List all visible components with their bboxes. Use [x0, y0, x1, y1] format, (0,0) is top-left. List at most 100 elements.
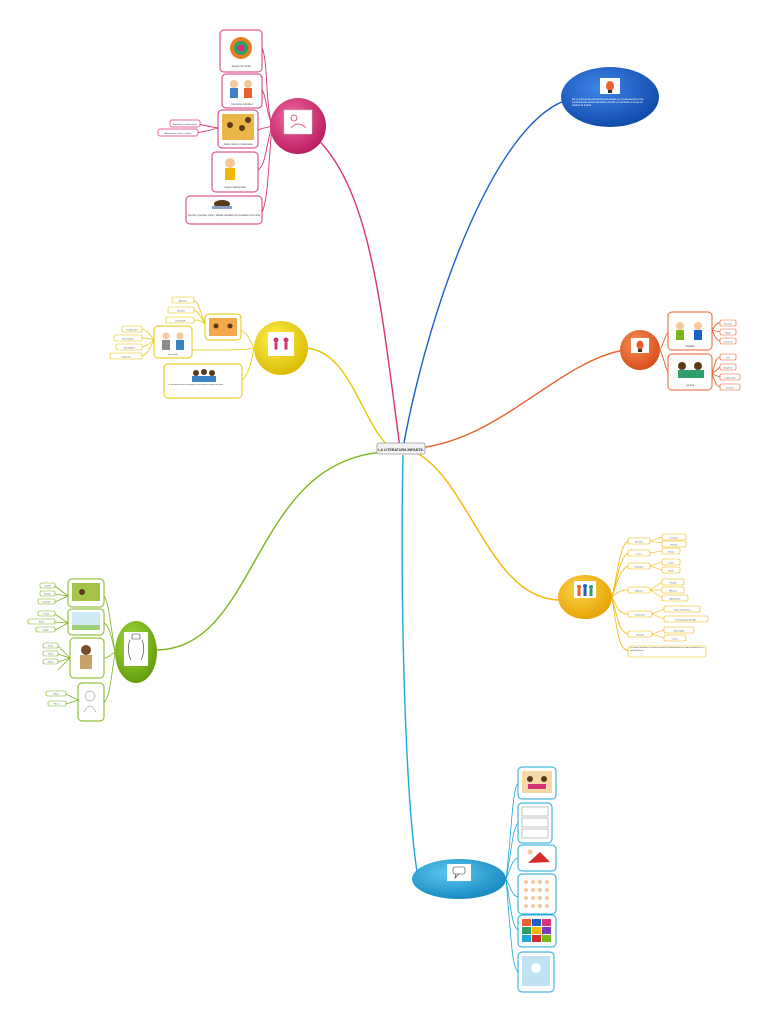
amber-item-novelas-label: Novelas — [670, 544, 677, 546]
green-tag-3-1[interactable] — [42, 642, 59, 649]
green-tag-1-1[interactable] — [39, 582, 56, 589]
orange-card-lectura-caption: Lectura — [686, 384, 695, 387]
green-tag-4-1-label: Dibujo — [53, 694, 58, 696]
orange-tag-hablar[interactable] — [719, 328, 737, 336]
comic-strip-icon — [521, 806, 549, 839]
cyan-card-4[interactable] — [517, 873, 557, 915]
amber-item-refranes[interactable] — [661, 586, 685, 594]
yellow-tag-memoria-label: Memoria — [177, 310, 186, 312]
pink-node-icon — [290, 114, 307, 129]
green-tag-2-2[interactable] — [27, 618, 56, 625]
green-tag-2-2-label: Rimas — [39, 622, 44, 624]
green-tag-2-1[interactable] — [37, 610, 56, 617]
orange-tag-disfrutar-label: Disfrutar — [726, 386, 734, 389]
head-silhouette-icon — [636, 340, 644, 352]
orange-tag-leer-label: Leer — [726, 357, 730, 359]
amber-item-adivinanzas[interactable] — [661, 594, 689, 602]
blue-branch: Es un proceso de construcción de sentido… — [561, 67, 659, 127]
green-tag-1-3-label: Leyendas — [42, 602, 50, 604]
amber-item-libros-informativos[interactable] — [663, 605, 701, 613]
child-figure-icon — [225, 158, 235, 180]
orange-tag-comprender-label: Comprender — [724, 377, 735, 379]
pink-tag-1-label: Retahílas y trabalenguas — [173, 123, 198, 126]
amber-item-poesia[interactable] — [661, 547, 681, 555]
green-tag-2-1-label: Poesía — [44, 614, 51, 616]
amber-item-titeres[interactable] — [661, 566, 681, 574]
pink-tag-1[interactable] — [169, 119, 201, 128]
children-illustration-icon — [230, 80, 252, 98]
amber-group-dramatico-label: Dramático — [634, 565, 644, 568]
orange-tag-comprender[interactable] — [719, 373, 741, 381]
green-branch: Cuentos Fábulas Leyendas Poesía Rimas Co… — [27, 578, 157, 722]
orange-tag-conversar[interactable] — [719, 337, 737, 345]
central-topic-label: LA LITERATURA INFANTIL — [378, 448, 424, 452]
green-tag-1-3[interactable] — [37, 598, 56, 605]
orange-tag-escuchar-label: Escuchar — [724, 323, 733, 325]
amber-item-enciclopedias[interactable] — [663, 615, 709, 623]
green-node-image — [124, 632, 148, 666]
cyan-branch — [412, 766, 557, 993]
amber-footer-text: Los libros infantiles se clasifican segú… — [630, 647, 704, 652]
yellow-tag-creatividad[interactable] — [165, 316, 195, 324]
amber-item-teatro[interactable] — [661, 558, 681, 566]
storyteller-icon — [80, 645, 92, 669]
yellow-tag-atencion[interactable] — [171, 296, 195, 304]
green-tag-4-2[interactable] — [47, 700, 67, 707]
two-people-icon — [162, 332, 184, 350]
green-tag-1-2[interactable] — [39, 590, 56, 597]
group-reading-icon — [192, 369, 216, 382]
green-card-4[interactable] — [77, 682, 105, 722]
kids-reading-together-icon — [522, 771, 552, 793]
cyan-card-2[interactable] — [517, 802, 553, 844]
yellow-tag-imaginacion[interactable] — [121, 325, 143, 333]
talking-kids-icon — [676, 322, 702, 340]
amber-footer-box[interactable] — [627, 645, 707, 658]
amber-item-comics[interactable] — [663, 634, 687, 642]
amber-item-refranes-label: Refranes — [669, 590, 677, 592]
amber-item-comics-label: Cómics — [672, 638, 679, 640]
amber-item-teatro-label: Teatro — [668, 561, 674, 564]
amber-group-ilustrado-label: Ilustrado — [636, 633, 645, 636]
pink-tag-2-label: Adivinanzas, rimas y coplas — [165, 132, 193, 135]
yellow-node-image — [268, 332, 294, 356]
yellow-tag-sensibilidad[interactable] — [115, 343, 143, 351]
amber-group-lirico-label: Lírico — [637, 553, 643, 555]
forest-scene-icon — [72, 583, 100, 601]
amber-item-cuentos-label: Cuentos — [670, 536, 677, 539]
pink-node-image — [283, 109, 313, 135]
pink-card-4-caption: Juegos tradicionales — [224, 186, 247, 189]
pink-card-5[interactable] — [185, 195, 263, 225]
amber-item-fabulas[interactable] — [661, 578, 685, 586]
orange-branch: Oralidad Lectura Escuchar Hablar Convers… — [620, 311, 741, 391]
amber-item-cuentos[interactable] — [661, 533, 687, 541]
orange-tag-interpretar[interactable] — [719, 363, 737, 371]
amber-item-libros-informativos-label: Libros informativos — [674, 608, 691, 611]
pink-tag-2[interactable] — [157, 128, 199, 137]
orange-tag-escuchar[interactable] — [719, 319, 737, 327]
amber-item-libros-album[interactable] — [663, 626, 695, 634]
family-figures-icon — [577, 584, 593, 596]
amber-item-poesia-label: Poesía — [668, 551, 675, 553]
orange-card-oralidad[interactable] — [667, 311, 713, 351]
pictogram-grid-icon — [524, 880, 549, 908]
yellow-tag-expresion-label: Expresión — [122, 356, 131, 358]
main-connectors — [154, 97, 626, 879]
watercolor-scene-icon — [522, 956, 550, 986]
green-tag-3-2[interactable] — [42, 650, 59, 657]
orange-tag-disfrutar[interactable] — [719, 383, 741, 391]
yellow-tag-creatividad-label: Creatividad — [175, 319, 185, 322]
green-tag-4-1[interactable] — [45, 690, 67, 697]
central-topic[interactable]: LA LITERATURA INFANTIL — [376, 442, 426, 455]
yellow-tag-pensamiento[interactable] — [113, 334, 143, 342]
green-tag-2-3[interactable] — [35, 626, 56, 633]
yellow-tag-memoria[interactable] — [167, 306, 195, 314]
amber-item-adivinanzas-label: Adivinanzas — [670, 597, 681, 600]
connector-green — [154, 451, 386, 651]
green-tag-3-3[interactable] — [42, 658, 59, 665]
orange-tag-interpretar-label: Interpretar — [723, 366, 733, 369]
yellow-branch: Desarrollo Atención Memoria Creatividad … — [109, 296, 308, 399]
blue-branch-node[interactable] — [561, 67, 659, 127]
yellow-tag-expresion[interactable] — [109, 352, 143, 360]
orange-tag-leer[interactable] — [719, 353, 737, 361]
amber-item-novelas[interactable] — [661, 540, 687, 548]
